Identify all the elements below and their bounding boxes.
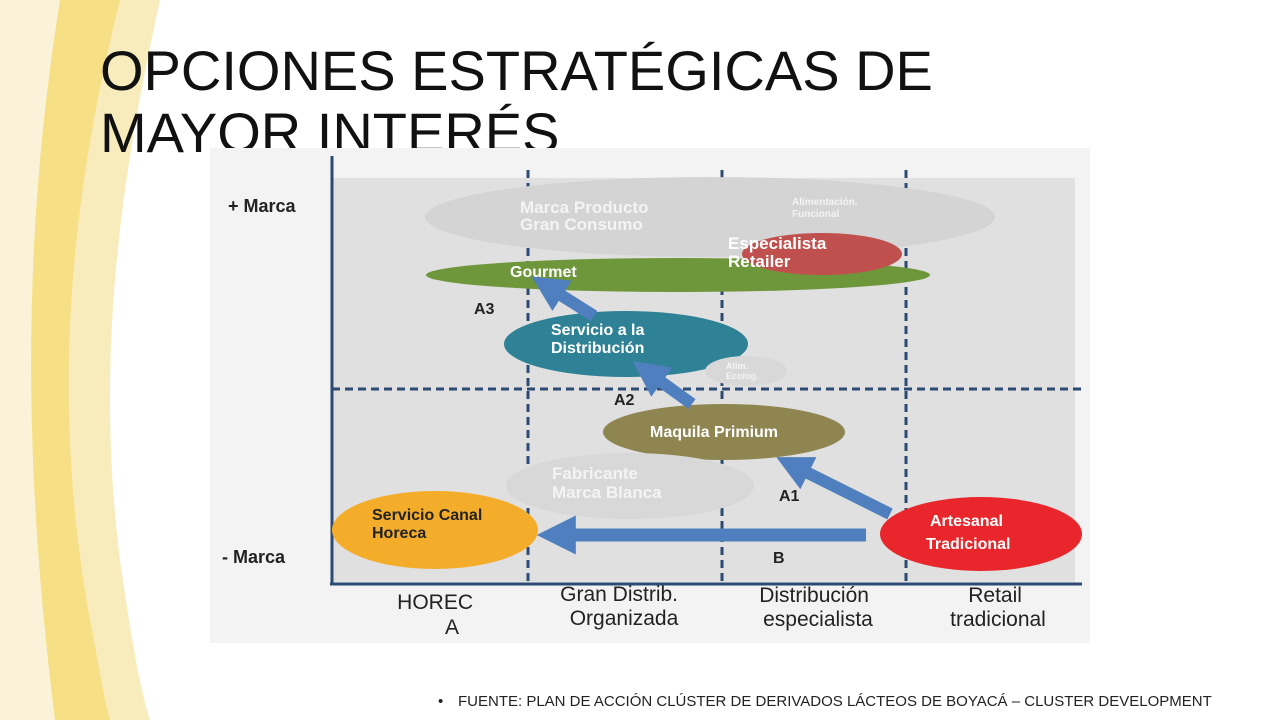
ellipse-fabricante-marca-blanca xyxy=(506,453,754,519)
slide-title: OPCIONES ESTRATÉGICAS DE MAYOR INTERÉS xyxy=(100,40,1100,158)
label-artesanal-tradicional-line-1: Artesanal xyxy=(930,513,1003,530)
x-axis-label-horeca-line-2: A xyxy=(445,616,459,639)
x-axis-label-distribucion: Distribución especialista xyxy=(759,584,875,631)
footer-source: • FUENTE: PLAN DE ACCIÓN CLÚSTER DE DERIV… xyxy=(438,690,1274,714)
label-marca-producto-line-2: Gran Consumo xyxy=(520,215,643,234)
label-alimentacion-funcional-line-1: Alimentación. xyxy=(792,197,858,208)
label-especialista-retailer-line-2: Retailer xyxy=(728,252,791,271)
label-servicio-distribucion-line-2: Distribución xyxy=(551,340,644,357)
x-axis-label-retail-line-2: tradicional xyxy=(950,608,1046,631)
decorative-curves xyxy=(0,0,160,720)
arrow-label-b: B xyxy=(773,550,785,567)
label-alim-ecolog-line-1: Alim. xyxy=(726,361,748,371)
ellipse-servicio-canal-horeca xyxy=(332,491,538,569)
arrow-a2 xyxy=(632,361,696,409)
label-maquila-premium: Maquila Primium xyxy=(650,424,778,441)
label-fabricante-marca-blanca-line-2: Marca Blanca xyxy=(552,483,662,502)
arrow-label-a3: A3 xyxy=(474,301,495,318)
label-artesanal-tradicional: Artesanal Tradicional xyxy=(926,513,1010,553)
x-axis-label-gran-distrib: Gran Distrib. Organizada xyxy=(560,583,684,630)
ellipse-especialista-retailer xyxy=(742,233,902,275)
label-servicio-canal-horeca-line-2: Horeca xyxy=(372,525,426,542)
label-marca-producto-line-1: Marca Producto xyxy=(520,198,648,217)
footer-text: FUENTE: PLAN DE ACCIÓN CLÚSTER DE DERIVA… xyxy=(458,693,1212,710)
label-alim-ecolog: Alim. Ecolog. xyxy=(726,361,759,381)
label-gourmet: Gourmet xyxy=(510,264,577,281)
y-axis-label-top: + Marca xyxy=(228,196,297,216)
label-especialista-retailer-line-1: Especialista xyxy=(728,234,827,253)
x-axis-label-horeca-line-1: HOREC xyxy=(397,591,473,614)
label-artesanal-tradicional-line-2: Tradicional xyxy=(926,536,1010,553)
ellipse-alim-ecolog xyxy=(705,356,787,386)
label-alimentacion-funcional-line-2: Funcional xyxy=(792,209,839,220)
x-axis-label-retail: Retail tradicional xyxy=(950,584,1046,631)
label-marca-producto: Marca Producto Gran Consumo xyxy=(520,198,653,234)
ellipse-marca-producto xyxy=(425,177,995,257)
arrow-label-a1: A1 xyxy=(779,488,800,505)
x-axis-label-gran-distrib-line-1: Gran Distrib. xyxy=(560,583,678,606)
bullet-icon: • xyxy=(438,693,444,710)
label-fabricante-marca-blanca-line-1: Fabricante xyxy=(552,464,638,483)
label-servicio-distribucion-line-1: Servicio a la xyxy=(551,322,644,339)
arrow-label-a2: A2 xyxy=(614,392,635,409)
label-servicio-canal-horeca-line-1: Servicio Canal xyxy=(372,507,482,524)
x-axis-label-gran-distrib-line-2: Organizada xyxy=(570,607,679,630)
ellipse-servicio-distribucion xyxy=(504,311,748,377)
label-servicio-distribucion: Servicio a la Distribución xyxy=(551,322,649,357)
label-alim-ecolog-line-2: Ecolog. xyxy=(726,371,759,381)
arrow-a3 xyxy=(531,276,598,322)
x-axis-label-distribucion-line-2: especialista xyxy=(763,608,873,631)
x-axis-label-retail-line-1: Retail xyxy=(968,584,1022,607)
ellipse-artesanal-tradicional xyxy=(880,497,1082,571)
x-axis-label-horeca: HOREC A xyxy=(397,591,479,639)
label-fabricante-marca-blanca: Fabricante Marca Blanca xyxy=(552,464,662,502)
ellipse-maquila-premium xyxy=(603,404,845,460)
light-band xyxy=(0,0,60,720)
y-axis-label-bottom: - Marca xyxy=(222,547,286,567)
label-servicio-canal-horeca: Servicio Canal Horeca xyxy=(372,507,487,542)
x-axis-label-distribucion-line-1: Distribución xyxy=(759,584,869,607)
strategy-diagram: + Marca - Marca HOREC A Gran Distrib. Or… xyxy=(210,148,1090,643)
arrow-a1 xyxy=(776,457,893,520)
slide-title-line-1: OPCIONES ESTRATÉGICAS DE xyxy=(100,40,933,102)
label-especialista-retailer: Especialista Retailer xyxy=(728,234,831,271)
label-alimentacion-funcional: Alimentación. Funcional xyxy=(792,197,860,220)
